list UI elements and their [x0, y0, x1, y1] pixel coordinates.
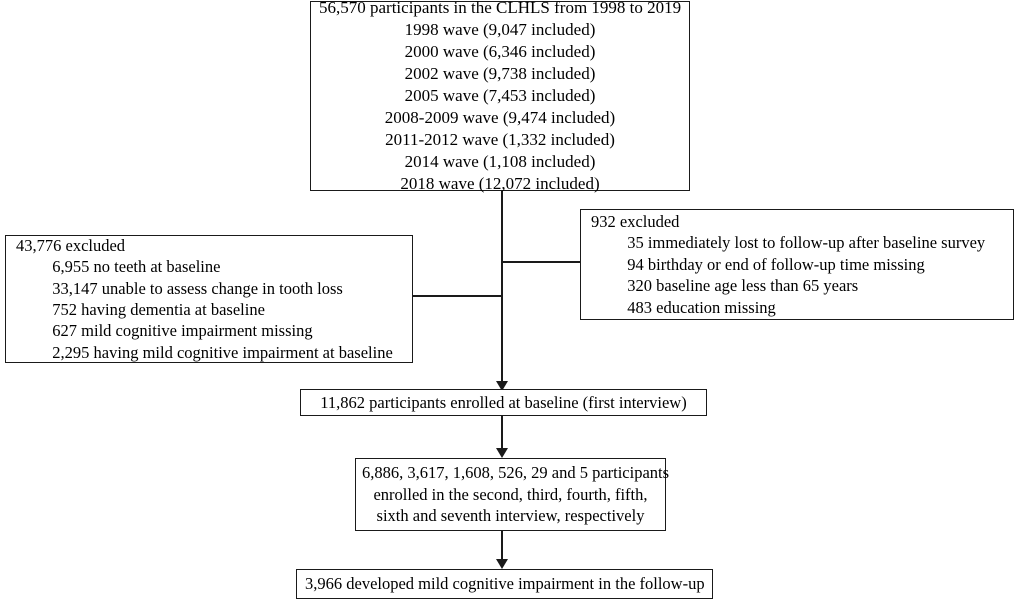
- excluded-right-reason-education: 483 education missing: [627, 297, 776, 317]
- excluded-left-reason-dementia: 752 having dementia at baseline: [52, 300, 265, 319]
- source-wave-1998: 1998 wave (9,047 included): [404, 19, 596, 39]
- node-baseline-enrolled: 11,862 participants enrolled at baseline…: [300, 389, 707, 416]
- source-wave-2011-2012: 2011-2012 wave (1,332 included): [385, 130, 615, 150]
- interviews-waves-line-2: sixth and seventh interview, respectivel…: [376, 506, 645, 526]
- excluded-right-reason-age: 320 baseline age less than 65 years: [627, 276, 859, 296]
- connector-interviews-to-outcome: [501, 530, 503, 562]
- excluded-left-reason-mci-baseline: 2,295 having mild cognitive impairment a…: [52, 342, 393, 362]
- excluded-left-reason-mci-missing: 627 mild cognitive impairment missing: [52, 321, 313, 341]
- excluded-right-total: 932 excluded: [591, 211, 680, 231]
- node-outcome-mci: 3,966 developed mild cognitive impairmen…: [296, 569, 713, 599]
- excluded-left-reason-tooth-loss-change: 33,147 unable to assess change in tooth …: [52, 278, 343, 298]
- connector-branch-to-left-exclusion: [411, 295, 502, 297]
- source-wave-2008-2009: 2008-2009 wave (9,474 included): [384, 108, 616, 128]
- excluded-left-reason-no-teeth: 6,955 no teeth at baseline: [52, 257, 221, 277]
- source-wave-2005: 2005 wave (7,453 included): [404, 85, 596, 105]
- excluded-right-reason-lost-followup: 35 immediately lost to follow-up after b…: [627, 233, 986, 253]
- arrowhead-into-outcome: [496, 559, 508, 569]
- connector-baseline-to-interviews: [501, 415, 503, 451]
- node-followup-interviews: 6,886, 3,617, 1,608, 526, 29 and 5 parti…: [355, 458, 670, 531]
- source-wave-2018: 2018 wave (12,072 included): [400, 174, 600, 194]
- interviews-waves-line: enrolled in the second, third, fourth, f…: [373, 484, 648, 504]
- arrowhead-into-interviews: [496, 448, 508, 458]
- source-wave-2002: 2002 wave (9,738 included): [404, 63, 596, 83]
- baseline-enrolled-text: 11,862 participants enrolled at baseline…: [320, 392, 687, 412]
- source-total-line: 56,570 participants in the CLHLS from 19…: [319, 0, 682, 17]
- connector-source-to-baseline: [501, 190, 503, 391]
- node-exclusions-right: 932 excluded 35 immediately lost to foll…: [580, 209, 1014, 320]
- arrowhead-into-baseline: [496, 381, 508, 391]
- node-source-population: 56,570 participants in the CLHLS from 19…: [310, 0, 690, 193]
- source-wave-2000: 2000 wave (6,346 included): [404, 41, 596, 61]
- excluded-right-reason-time-missing: 94 birthday or end of follow-up time mis…: [627, 254, 925, 274]
- outcome-text: 3,966 developed mild cognitive impairmen…: [305, 574, 705, 594]
- node-exclusions-left: 43,776 excluded 6,955 no teeth at baseli…: [5, 235, 413, 363]
- connector-branch-to-right-exclusion: [501, 261, 582, 263]
- excluded-left-total: 43,776 excluded: [16, 235, 126, 255]
- interviews-counts-line: 6,886, 3,617, 1,608, 526, 29 and 5 parti…: [362, 463, 670, 483]
- source-wave-2014: 2014 wave (1,108 included): [404, 152, 596, 172]
